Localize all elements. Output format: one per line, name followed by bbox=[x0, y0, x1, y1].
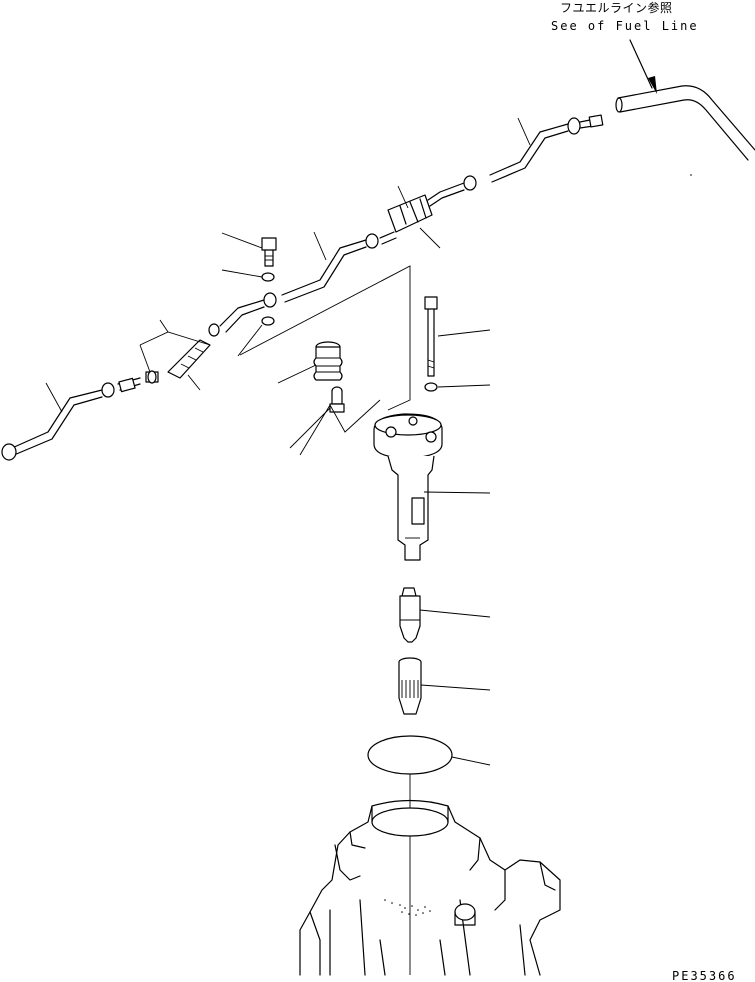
fuel-line-pipe bbox=[615, 85, 755, 161]
fuel-pipe-middle bbox=[208, 231, 397, 337]
washer-1 bbox=[261, 272, 275, 282]
cylinder-head bbox=[299, 799, 561, 976]
injector-body bbox=[373, 413, 443, 561]
connector-nipple bbox=[329, 386, 345, 413]
rubber-grommet bbox=[313, 341, 343, 381]
nozzle-nut bbox=[398, 657, 422, 715]
long-bolt-washer bbox=[424, 382, 438, 392]
small-bolt bbox=[261, 237, 277, 267]
fuel-pipe-upper bbox=[427, 114, 604, 207]
assembly-line-2 bbox=[299, 399, 381, 456]
fuel-line-reference-jp: フユエルライン参照 bbox=[560, 0, 673, 15]
nozzle-tip bbox=[399, 587, 421, 643]
fuel-pipe-left bbox=[1, 377, 141, 461]
gasket-disc bbox=[367, 735, 453, 775]
callout-leaders bbox=[45, 117, 692, 766]
washer-2 bbox=[261, 316, 275, 326]
long-bolt bbox=[424, 296, 438, 377]
pipe-clamp-upper bbox=[387, 194, 433, 233]
reference-arrow bbox=[629, 39, 657, 94]
fuel-line-reference-en: See of Fuel Line bbox=[551, 19, 699, 33]
assembly-line-1 bbox=[239, 265, 411, 411]
drawing-number: PE35366 bbox=[672, 969, 737, 982]
rubber-hose bbox=[145, 339, 211, 384]
